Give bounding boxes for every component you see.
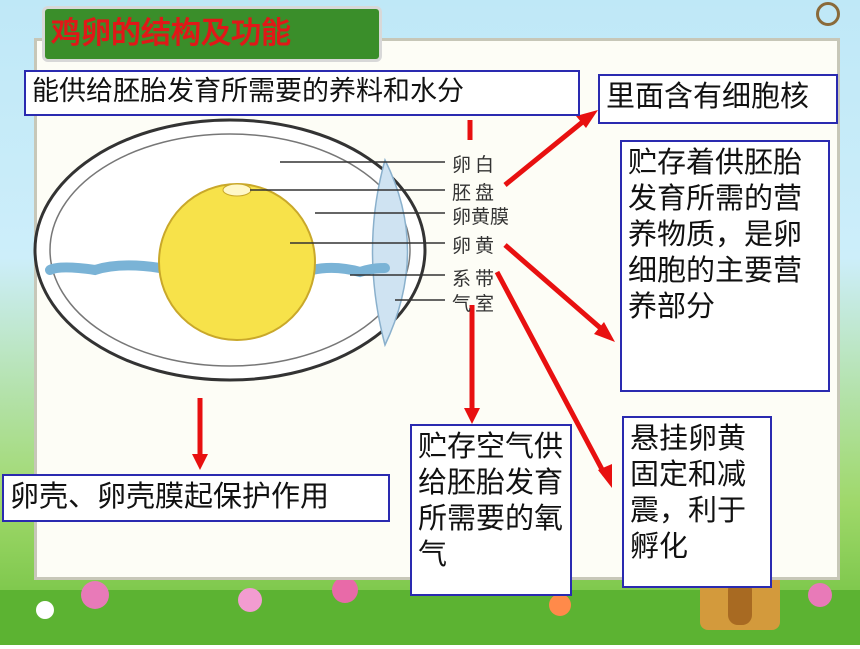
aircell-function-box: 贮存空气供给胚胎发育所需要的氧气	[410, 424, 572, 596]
germinal-disc	[222, 183, 252, 197]
page-title: 鸡卵的结构及功能	[42, 6, 382, 62]
label-yolk-membrane: 卵黄膜	[452, 206, 510, 228]
disc-function-box: 里面含有细胞核	[598, 74, 838, 124]
hanging-ring-icon	[816, 2, 840, 26]
label-disc: 胚盘	[452, 182, 499, 204]
label-chalaza: 系带	[452, 268, 499, 290]
shell-function-box: 卵壳、卵壳膜起保护作用	[2, 474, 390, 522]
yolk	[158, 183, 316, 341]
air-cell	[371, 157, 409, 348]
albumen-function-box: 能供给胚胎发育所需要的养料和水分	[24, 70, 580, 116]
chalaza-left	[45, 260, 165, 276]
label-yolk: 卵黄	[452, 235, 499, 257]
yolk-function-box: 贮存着供胚胎发育所需的营养物质，是卵细胞的主要营养部分	[620, 140, 830, 392]
label-air-cell: 气室	[452, 293, 499, 315]
chalaza-right	[307, 262, 390, 278]
label-albumen: 卵白	[452, 154, 499, 176]
shell-membrane	[49, 133, 411, 367]
chalaza-function-box: 悬挂卵黄固定和减震，利于孵化	[622, 416, 772, 588]
